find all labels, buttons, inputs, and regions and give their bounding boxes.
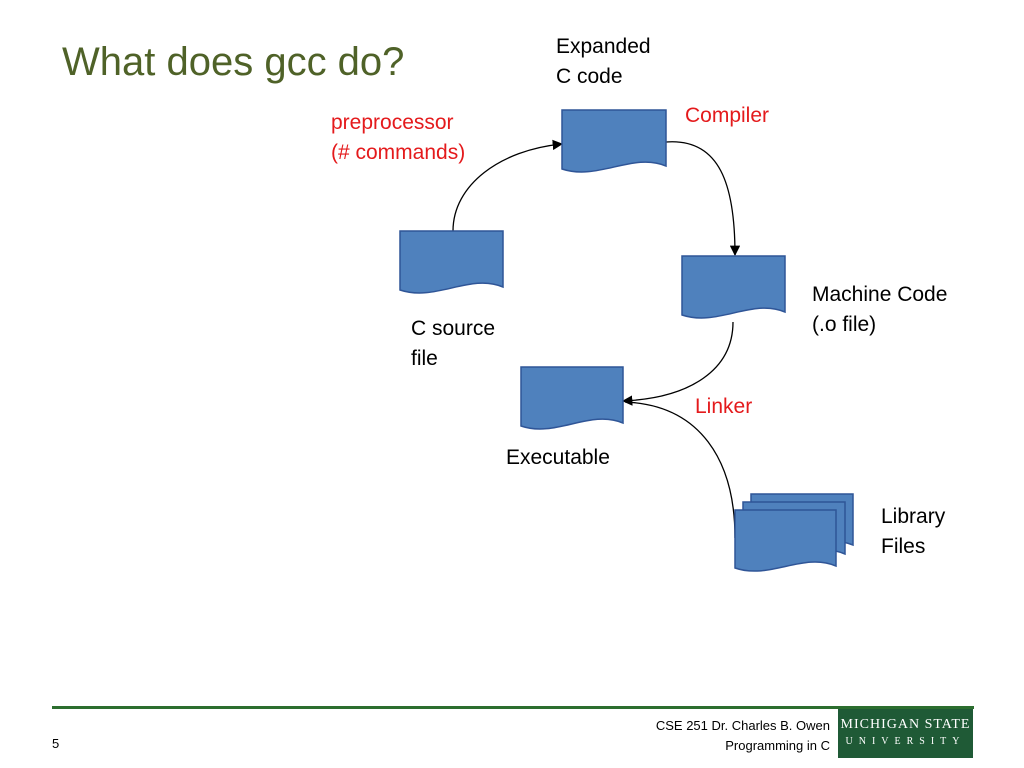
preprocessor-label: preprocessor (# commands) [331,111,466,164]
c-source-file-label: C source file [411,317,496,370]
logo-line2: UNIVERSITY [845,736,966,747]
michigan-state-logo: MICHIGAN STATE UNIVERSITY [838,709,973,758]
footer-course-info: CSE 251 Dr. Charles B. Owen Programming … [656,716,830,756]
c-source-document-icon [399,230,504,294]
linker-arrow-from-machine [621,321,734,406]
footer-course: CSE 251 Dr. Charles B. Owen [655,718,830,733]
preprocessor-arrow [452,139,564,232]
library-files-document-stack-icon [734,493,854,572]
page-number: 5 [52,736,60,751]
footer-divider [52,706,974,709]
executable-document-icon [520,366,624,430]
library-files-label: Library Files [881,505,946,558]
executable-label: Executable [506,446,610,469]
machine-code-document-icon [681,255,786,319]
compiler-label: Compiler [685,104,770,127]
linker-arrow-from-library [624,401,736,539]
machine-code-label: Machine Code (.o file) [812,283,948,336]
expanded-c-code-label: Expanded C code [556,35,651,88]
logo-line1: MICHIGAN STATE [840,717,971,732]
expanded-c-code-document-icon [561,109,667,173]
footer-subtitle: Programming in C [725,738,830,753]
linker-label: Linker [695,395,753,418]
compiler-arrow [665,141,741,257]
slide-title: What does gcc do? [62,40,405,84]
